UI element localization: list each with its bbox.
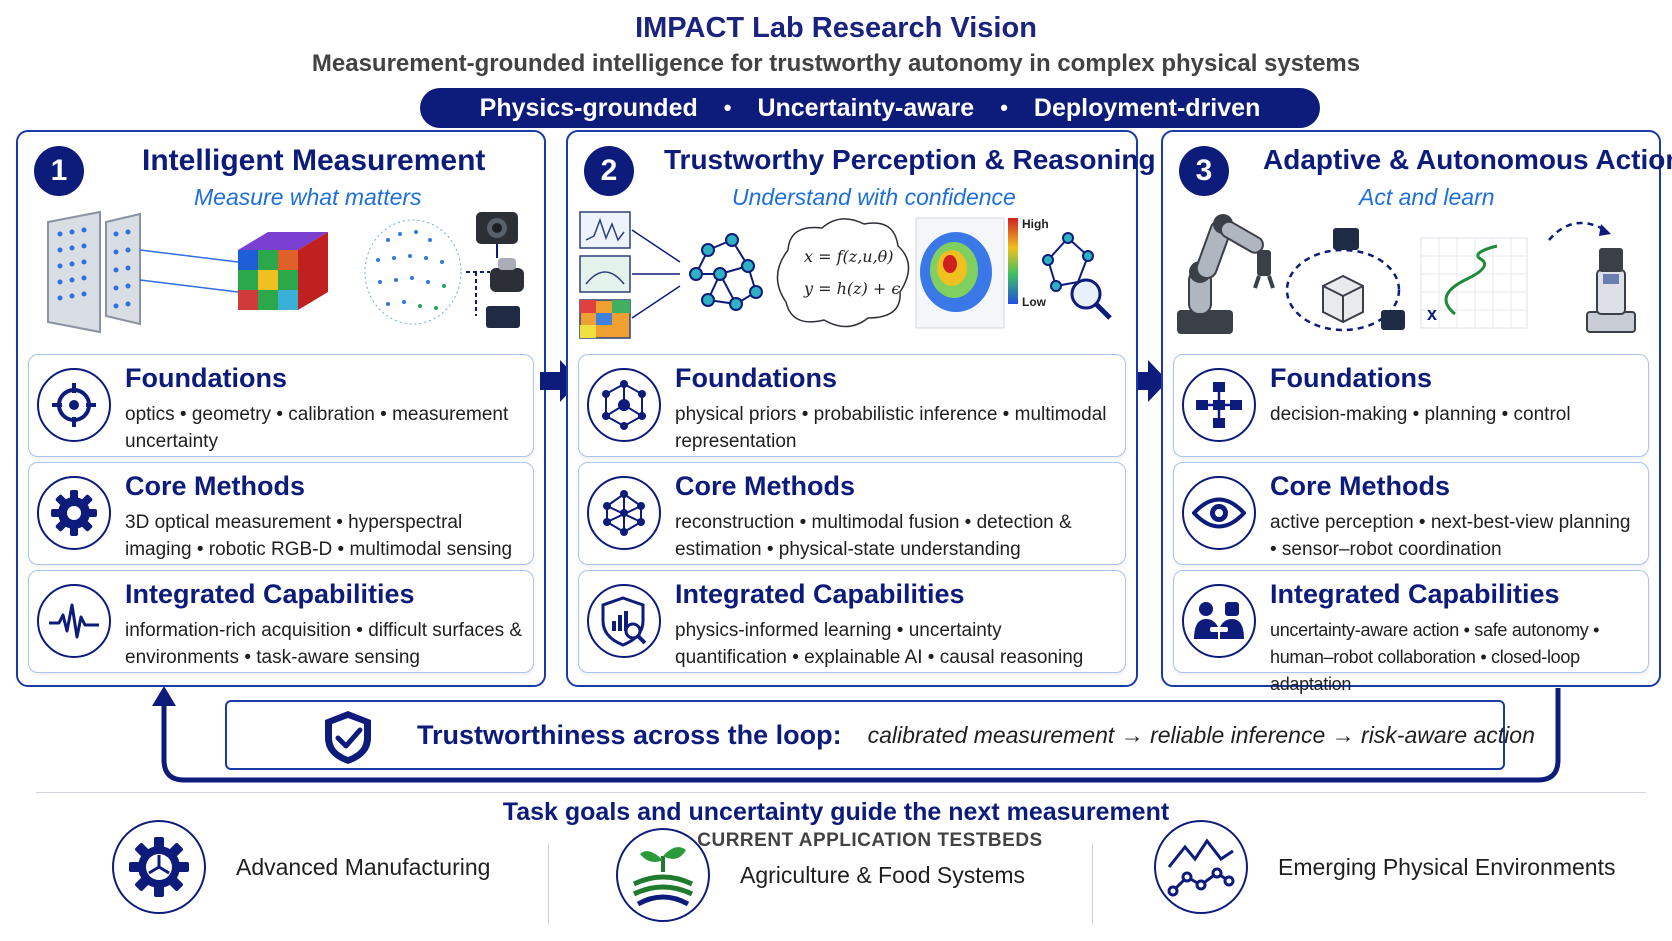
app-separator — [1092, 844, 1093, 924]
card-title: Integrated Capabilities — [675, 579, 965, 609]
app-separator — [548, 844, 549, 924]
active-viewpoint-cycle — [1285, 228, 1405, 332]
trust-label: Trustworthiness across the loop: — [417, 719, 842, 750]
footer-divider — [36, 792, 1646, 793]
card-text: uncertainty-aware action • safe autonomy… — [1270, 620, 1600, 694]
equation-measurement: x = f(z,u,θ) — [804, 247, 894, 266]
flow-arrow-icon — [1128, 360, 1168, 402]
shield-check-icon — [325, 711, 371, 764]
card-text: decision-making • planning • control — [1270, 404, 1571, 425]
page-subtitle: Measurement-grounded intelligence for tr… — [311, 50, 1361, 77]
principle-physics: Physics-grounded — [479, 93, 698, 122]
pill-separator: • — [1000, 95, 1008, 120]
card-core-methods: Core Methods reconstruction • multimodal… — [578, 462, 1126, 565]
page-title: IMPACT Lab Research Vision — [635, 12, 1037, 44]
equation-cloud: x = f(z,u,θ) y = h(z) + ϵ — [776, 218, 910, 328]
projector-panels-icon — [47, 210, 239, 334]
path-planning-icon: x — [1420, 237, 1528, 329]
crosshair-icon — [37, 368, 111, 442]
shield-chart-icon — [587, 584, 661, 658]
column-subtitle: Act and learn — [1359, 184, 1495, 210]
app-name: Advanced Manufacturing — [236, 853, 491, 880]
card-foundations: Foundations decision-making • planning •… — [1173, 354, 1649, 457]
column-perception-reasoning: 2 Trustworthy Perception & Reasoning Und… — [566, 130, 1156, 687]
column-title: Adaptive & Autonomous Action — [1263, 144, 1672, 175]
column-title: Intelligent Measurement — [142, 144, 486, 177]
card-title: Foundations — [675, 363, 837, 393]
gear-icon — [37, 476, 111, 550]
neural-network-icon — [689, 233, 763, 311]
card-title: Core Methods — [675, 471, 856, 501]
graph-search-icon — [1042, 232, 1112, 320]
app-advanced-manufacturing: Advanced Manufacturing — [112, 820, 490, 914]
card-core-methods: Core Methods 3D optical measurement • hy… — [28, 462, 534, 565]
uncertainty-heatmap-icon: High Low — [915, 217, 1049, 329]
card-text: 3D optical measurement • hyperspectral i… — [125, 512, 513, 560]
eye-icon — [1182, 476, 1256, 550]
app-emerging-environments: Emerging Physical Environments — [1154, 820, 1615, 914]
network-icon — [587, 368, 661, 442]
heatmap-high-label: High — [1022, 217, 1049, 231]
column-title: Trustworthy Perception & Reasoning — [664, 144, 1156, 175]
trustworthiness-bar: Trustworthiness across the loop: calibra… — [225, 700, 1535, 770]
card-text: information-rich acquisition • difficult… — [125, 620, 523, 668]
mountain-network-icon — [1154, 820, 1248, 914]
card-title: Integrated Capabilities — [1270, 579, 1560, 609]
collaboration-icon — [1182, 584, 1256, 658]
principle-deployment: Deployment-driven — [1033, 93, 1261, 122]
app-name: Emerging Physical Environments — [1278, 853, 1616, 880]
card-text: physical priors • probabilistic inferenc… — [675, 404, 1107, 452]
step-number: 2 — [584, 146, 634, 196]
graph-icon — [587, 476, 661, 550]
app-agriculture-food: Agriculture & Food Systems — [616, 828, 1025, 922]
card-text: active perception • next-best-view plann… — [1270, 512, 1631, 560]
column-subtitle: Understand with confidence — [732, 184, 1016, 210]
waveform-icon — [37, 584, 111, 658]
card-title: Integrated Capabilities — [125, 579, 415, 609]
card-title: Foundations — [1270, 363, 1432, 393]
card-foundations: Foundations physical priors • probabilis… — [578, 354, 1126, 457]
card-integrated-capabilities: Integrated Capabilities uncertainty-awar… — [1173, 570, 1649, 694]
card-title: Foundations — [125, 363, 287, 393]
card-title: Core Methods — [125, 471, 306, 501]
point-cloud-icon — [364, 219, 462, 325]
column-intelligent-measurement: 1 Intelligent Measurement Measure what m… — [16, 130, 546, 687]
manufacturing-gear-icon — [112, 820, 206, 914]
card-text: reconstruction • multimodal fusion • det… — [675, 512, 1072, 560]
step-number: 1 — [34, 146, 84, 196]
inspection-robot-icon — [1548, 221, 1636, 333]
sensor-devices-icon — [466, 212, 524, 328]
perception-illustration: x = f(z,u,θ) y = h(z) + ϵ High Low — [579, 211, 1112, 339]
measurement-illustration — [47, 210, 524, 334]
app-name: Agriculture & Food Systems — [740, 861, 1026, 888]
task-goals-heading: Task goals and uncertainty guide the nex… — [502, 798, 1170, 826]
principles-banner: Physics-grounded • Uncertainty-aware • D… — [420, 88, 1320, 128]
input-thumbnails-icon — [579, 211, 681, 339]
heatmap-low-label: Low — [1022, 295, 1047, 309]
hyperspectral-cube-icon — [238, 232, 328, 310]
equation-observation: y = h(z) + ϵ — [803, 279, 900, 298]
card-foundations: Foundations optics • geometry • calibrat… — [28, 354, 534, 457]
action-illustration: x — [1177, 214, 1636, 334]
column-adaptive-action: 3 Adaptive & Autonomous Action Act and l… — [1161, 130, 1672, 694]
pill-separator: • — [723, 95, 732, 120]
svg-text:x: x — [1427, 304, 1437, 324]
card-text: physics-informed learning • uncertainty … — [675, 620, 1084, 668]
step-number: 3 — [1179, 146, 1229, 196]
column-subtitle: Measure what matters — [194, 184, 422, 210]
principle-uncertainty: Uncertainty-aware — [757, 93, 975, 122]
sprout-field-icon — [616, 828, 710, 922]
card-title: Core Methods — [1270, 471, 1451, 501]
card-core-methods: Core Methods active perception • next-be… — [1173, 462, 1649, 565]
flowchart-icon — [1182, 368, 1256, 442]
card-integrated-capabilities: Integrated Capabilities physics-informed… — [578, 570, 1126, 673]
card-integrated-capabilities: Integrated Capabilities information-rich… — [28, 570, 534, 673]
card-text: optics • geometry • calibration • measur… — [125, 404, 509, 452]
testbeds-label: CURRENT APPLICATION TESTBEDS — [697, 830, 1043, 851]
robot-arm-icon — [1177, 214, 1275, 334]
trust-flow: calibrated measurement → reliable infere… — [867, 721, 1535, 748]
